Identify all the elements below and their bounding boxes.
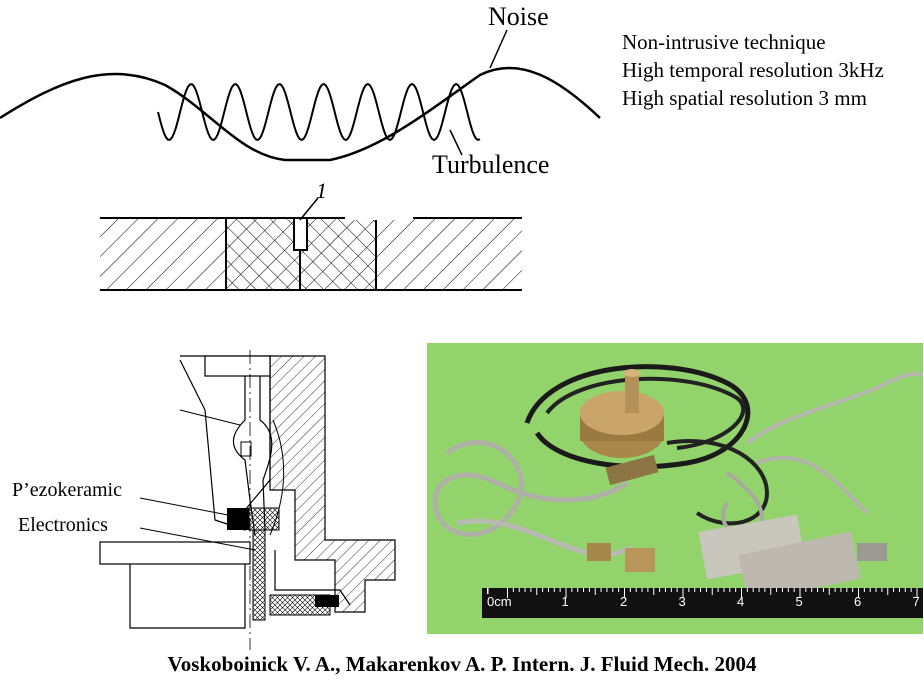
ruler-tick xyxy=(571,588,573,592)
turbulence-leader xyxy=(449,129,463,156)
ruler-tick xyxy=(834,588,836,592)
feature-item: Non-intrusive technique xyxy=(622,30,826,54)
ruler-tick xyxy=(641,588,643,592)
ruler-tick xyxy=(887,588,889,595)
ruler-tick xyxy=(518,588,520,592)
ruler-tick xyxy=(612,588,614,592)
ruler-tick xyxy=(618,588,620,592)
ruler-tick xyxy=(670,588,672,592)
ruler-tick xyxy=(583,588,585,592)
ruler-tick xyxy=(624,588,625,598)
turbulence-label: Turbulence xyxy=(432,150,550,179)
ruler-tick xyxy=(822,588,824,592)
sensor-photo-illustration xyxy=(427,343,923,634)
ruler-tick-label: 3 xyxy=(678,594,686,609)
piezo-label: P’ezokeramic xyxy=(12,479,122,501)
noise-leader xyxy=(489,29,508,69)
ruler-tick xyxy=(910,588,912,592)
ruler-tick xyxy=(530,588,532,592)
ruler-tick xyxy=(536,588,538,595)
ruler-tick xyxy=(793,588,795,592)
ruler-tick xyxy=(711,588,713,595)
ruler-tick xyxy=(898,588,900,592)
ruler-tick-label: 5 xyxy=(795,594,803,609)
ruler-tick xyxy=(600,588,602,592)
ruler-tick xyxy=(553,588,555,592)
feature-item: High temporal resolution 3kHz xyxy=(622,58,884,82)
ruler-tick xyxy=(717,588,719,592)
sensor-section-drawing xyxy=(99,350,396,650)
ruler-tick xyxy=(723,588,725,592)
feature-list: Non-intrusive technique High temporal re… xyxy=(622,28,884,112)
electronics-label: Electronics xyxy=(18,514,108,536)
ruler-tick xyxy=(758,588,760,592)
ruler-tick xyxy=(746,588,748,592)
ruler-tick xyxy=(682,588,684,598)
ruler-tick xyxy=(858,588,859,598)
noise-wave xyxy=(0,66,601,162)
ruler-tick xyxy=(735,588,737,592)
ruler-tick xyxy=(787,588,789,592)
ruler-tick xyxy=(776,588,778,592)
citation: Voskoboinick V. A., Makarenkov A. P. Int… xyxy=(167,652,757,676)
ruler-tick-label: 1 xyxy=(561,594,569,609)
ruler-tick xyxy=(852,588,854,592)
ruler-tick xyxy=(694,588,696,592)
ruler-tick xyxy=(635,588,637,592)
ruler-tick xyxy=(676,588,678,592)
ruler-tick xyxy=(799,588,801,598)
ruler-tick xyxy=(577,588,579,592)
ruler-tick xyxy=(828,588,830,595)
sensor-marker-label: 1 xyxy=(316,178,327,203)
ruler-tick xyxy=(565,588,567,598)
ruler-tick xyxy=(869,588,871,592)
ruler-tick xyxy=(653,588,655,595)
ruler-tick xyxy=(512,588,514,592)
ruler-unit-label: 0cm xyxy=(487,594,512,609)
ruler-tick-label: 7 xyxy=(912,594,920,609)
sensor-photo: 0cm 1 2 3 4 5 6 7 xyxy=(427,343,923,634)
ruler-tick xyxy=(846,588,848,592)
ruler-tick xyxy=(770,588,772,595)
ruler-tick xyxy=(840,588,842,592)
ruler-tick xyxy=(805,588,807,592)
plate-cross-section xyxy=(100,197,522,291)
ruler-tick xyxy=(629,588,631,592)
ruler-tick xyxy=(752,588,754,592)
ruler-tick-label: 4 xyxy=(737,594,745,609)
ruler-tick xyxy=(881,588,883,592)
ruler-tick xyxy=(781,588,783,592)
ruler-tick xyxy=(524,588,526,592)
ruler-tick xyxy=(817,588,819,592)
ruler-tick xyxy=(811,588,813,592)
ruler-tick-label: 6 xyxy=(854,594,862,609)
ruler-tick xyxy=(741,588,742,598)
ruler-tick xyxy=(542,588,544,592)
ruler-tick-label: 2 xyxy=(620,594,628,609)
ruler-tick xyxy=(904,588,906,592)
ruler-tick xyxy=(507,588,508,598)
ruler xyxy=(482,588,923,618)
noise-label: Noise xyxy=(488,2,549,31)
ruler-tick xyxy=(688,588,690,592)
ruler-tick xyxy=(875,588,877,592)
ruler-tick xyxy=(588,588,590,592)
ruler-tick xyxy=(547,588,549,592)
ruler-tick xyxy=(729,588,731,592)
ruler-tick xyxy=(700,588,702,592)
ruler-tick xyxy=(594,588,596,595)
ruler-tick xyxy=(764,588,766,592)
ruler-tick xyxy=(863,588,865,592)
ruler-tick xyxy=(893,588,895,592)
ruler-tick xyxy=(916,588,918,598)
ruler-tick xyxy=(664,588,666,592)
ruler-tick xyxy=(705,588,707,592)
ruler-tick xyxy=(647,588,649,592)
noise-turbulence-diagram xyxy=(0,29,601,291)
ruler-tick xyxy=(606,588,608,592)
turbulence-wave xyxy=(157,82,481,142)
ruler-tick xyxy=(559,588,561,592)
ruler-tick xyxy=(659,588,661,592)
feature-item: High spatial resolution 3 mm xyxy=(622,86,867,110)
